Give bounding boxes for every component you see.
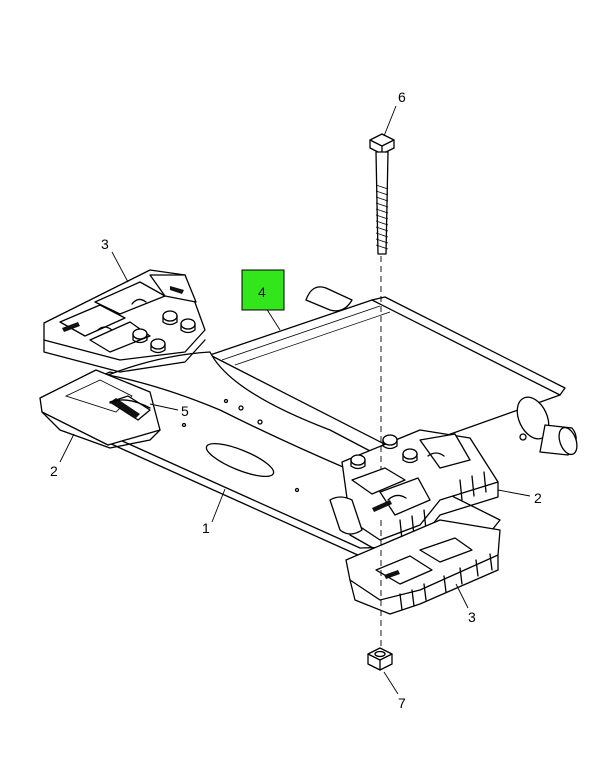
bolt-6 <box>369 133 395 255</box>
bolt-icon <box>350 434 418 470</box>
callout-4[interactable]: 4 <box>258 284 266 300</box>
leader-lines <box>59 105 531 695</box>
cross-tube <box>209 286 578 456</box>
left-lower-bracket <box>39 369 161 449</box>
left-upper-bracket <box>43 269 206 373</box>
right-lower-bracket <box>329 496 501 615</box>
callout-2-left[interactable]: 2 <box>50 463 58 479</box>
callout-3-upper-left[interactable]: 3 <box>101 236 109 252</box>
callout-7[interactable]: 7 <box>398 695 406 711</box>
callout-1[interactable]: 1 <box>202 520 210 536</box>
callout-2-right[interactable]: 2 <box>534 490 542 506</box>
bolt-icon <box>132 310 196 354</box>
callout-4-highlight[interactable] <box>241 269 285 311</box>
nut-7 <box>367 647 393 671</box>
callout-6[interactable]: 6 <box>398 89 406 105</box>
callout-5[interactable]: 5 <box>181 403 189 419</box>
callout-3-lower-right[interactable]: 3 <box>468 609 476 625</box>
